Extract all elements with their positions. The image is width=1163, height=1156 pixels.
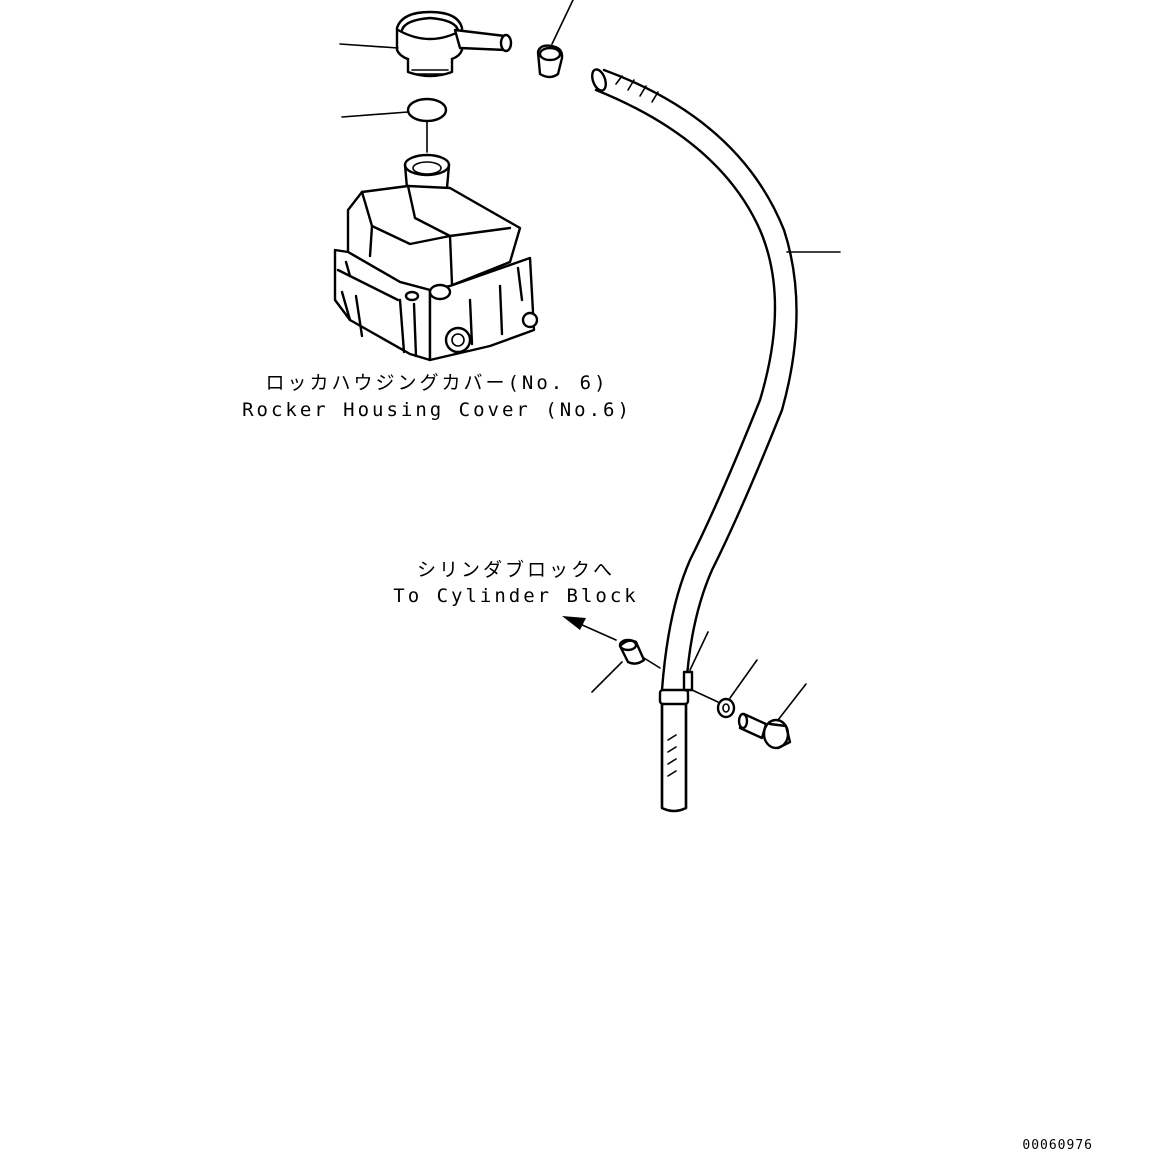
cylinder-block-label-jp: シリンダブロックへ xyxy=(416,559,616,581)
leader-line-clip xyxy=(689,631,709,671)
spacer-collar xyxy=(618,638,661,669)
leader-line-washer xyxy=(729,659,758,699)
direction-arrow xyxy=(562,616,617,641)
washer xyxy=(691,689,736,719)
leader-line-bolt xyxy=(777,683,807,721)
drawing-number: 00060976 xyxy=(1022,1138,1093,1153)
breather-cap xyxy=(395,10,513,78)
rocker-cover-label-en: Rocker Housing Cover (No.6) xyxy=(242,399,632,421)
leader-line-cap xyxy=(339,43,399,49)
hose-clamp xyxy=(536,44,564,79)
leader-line-collar xyxy=(591,661,623,693)
rocker-cover-label-jp: ロッカハウジングカバー(No. 6) xyxy=(265,372,609,394)
leader-line-clamp xyxy=(551,0,574,45)
o-ring xyxy=(406,97,448,153)
breather-tube xyxy=(591,68,798,813)
rocker-housing-cover xyxy=(333,153,539,362)
tube-clip xyxy=(682,670,694,692)
bolt xyxy=(737,712,792,750)
cylinder-block-label-en: To Cylinder Block xyxy=(393,585,639,607)
leader-line-o-ring xyxy=(341,111,409,118)
